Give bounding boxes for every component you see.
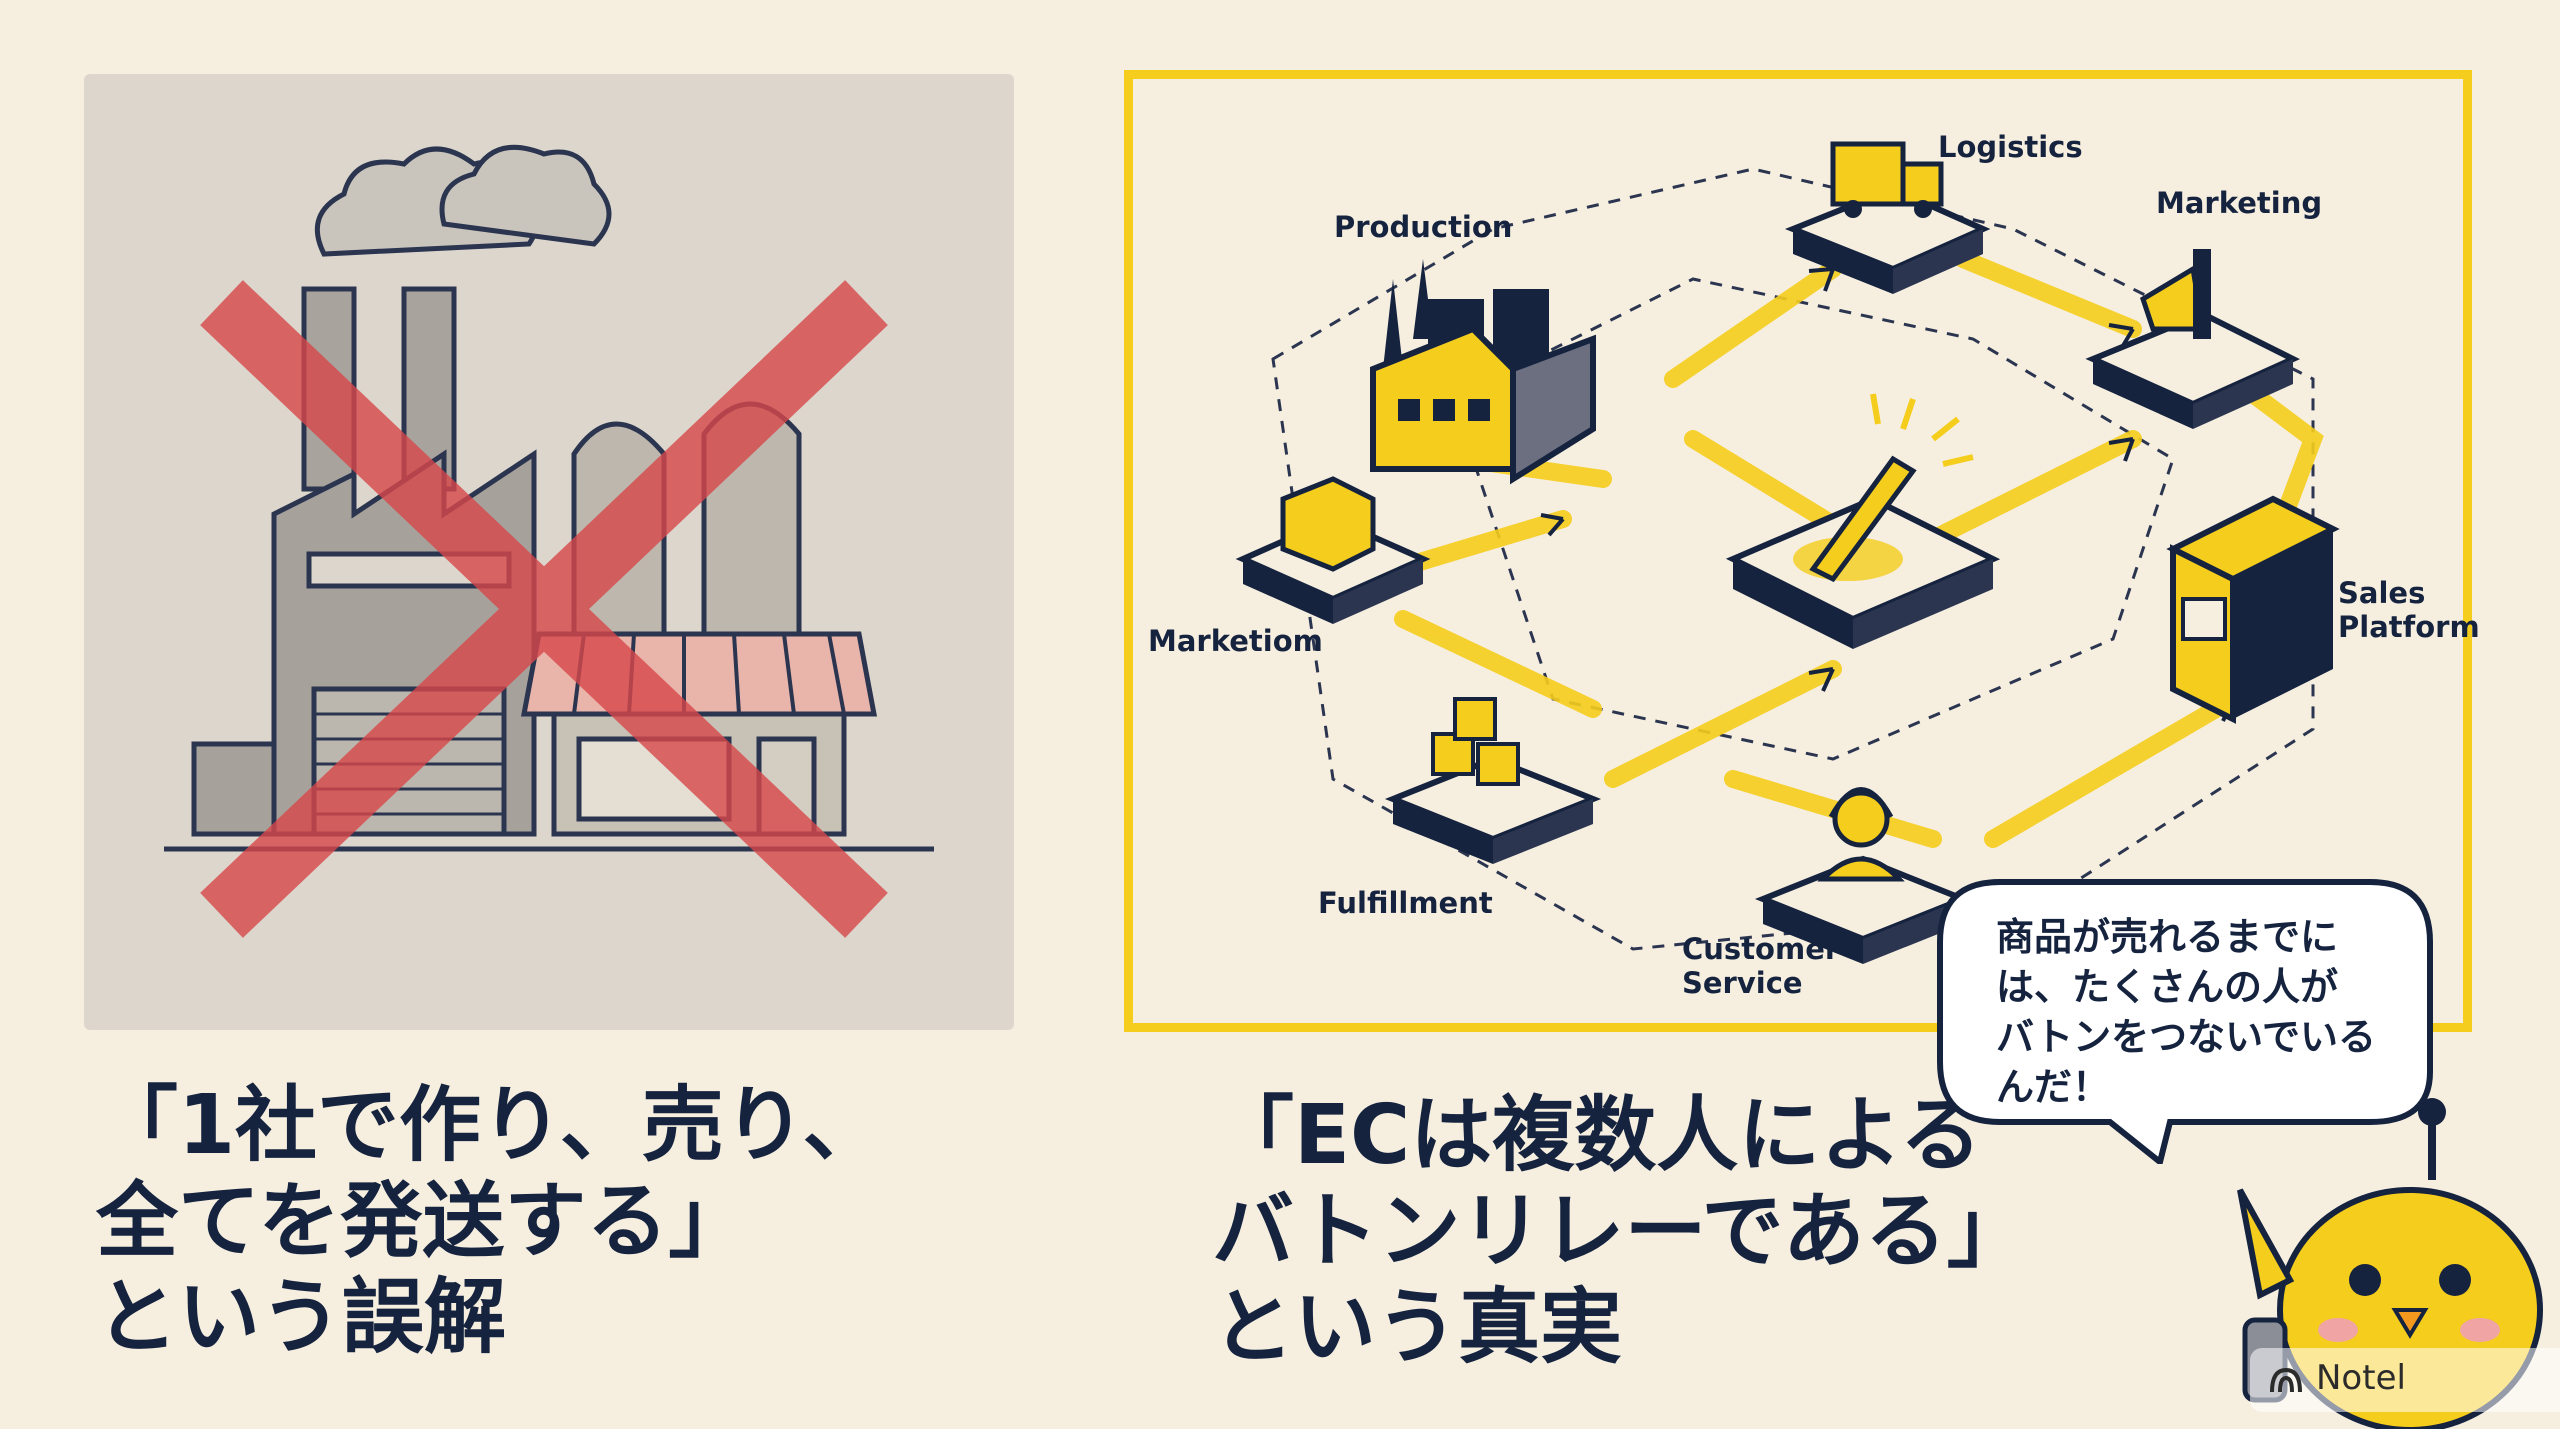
caption-line: 「ECは複数人による <box>1212 1088 1982 1183</box>
speech-bubble-text: 商品が売れるまでに は、たくさんの人が バトンをつないでいる んだ！ <box>1996 912 2406 1112</box>
baton-icon <box>1725 393 2001 649</box>
cross-mark-icon <box>200 280 888 938</box>
caption-line: という真実 <box>1212 1280 1623 1375</box>
misconception-caption: 「1社で作り、売り、 全てを発送する」 という誤解 <box>96 1078 885 1366</box>
baton-relay-diagram <box>1235 141 2340 964</box>
kiosk-icon <box>2166 495 2340 724</box>
bubble-line: 商品が売れるまでに <box>1996 915 2339 959</box>
smoke-icon <box>314 144 612 257</box>
watermark-badge <box>2250 1348 2560 1412</box>
caption-line: 全てを発送する」 <box>96 1174 751 1269</box>
fulfillment-boxes-icon <box>1384 697 1602 864</box>
caption-line: バトンリレーである」 <box>1212 1184 2029 1279</box>
node-label-logistics: Logistics <box>1938 130 2083 164</box>
bubble-line: は、たくさんの人が <box>1996 965 2339 1009</box>
node-label-customer-service: Customer Service <box>1682 932 1839 1000</box>
misconception-panel <box>84 74 1014 1030</box>
speech-bubble <box>1937 879 2433 1164</box>
customer-service-line: Service <box>1682 966 1803 1000</box>
box-icon <box>1235 476 1431 624</box>
node-label-sales-platform: Sales Platform <box>2338 576 2480 644</box>
truth-caption: 「ECは複数人による バトンリレーである」 という真実 <box>1212 1088 2029 1376</box>
node-label-marketing: Marketing <box>2156 186 2323 220</box>
node-label-production: Production <box>1334 210 1513 244</box>
sales-platform-line: Sales <box>2338 576 2426 610</box>
sales-platform-line: Platform <box>2338 610 2480 644</box>
notebook-icon <box>2270 1367 2302 1393</box>
node-label-fulfillment: Fulfillment <box>1318 886 1493 920</box>
customer-service-line: Customer <box>1682 932 1840 966</box>
megaphone-icon <box>2085 249 2300 429</box>
truck-icon <box>1784 141 1991 294</box>
truth-panel <box>1124 70 2472 1032</box>
bubble-line: バトンをつないでいる <box>1996 1015 2377 1059</box>
caption-line: 「1社で作り、売り、 <box>96 1078 885 1173</box>
factory-store-illustration <box>164 144 934 938</box>
production-factory-icon <box>1370 259 1596 485</box>
bubble-line: んだ！ <box>1996 1065 2111 1109</box>
watermark-text: Notel <box>2316 1358 2406 1398</box>
caption-line: という誤解 <box>96 1270 507 1365</box>
node-label-marketiom: Marketiom <box>1148 624 1323 658</box>
